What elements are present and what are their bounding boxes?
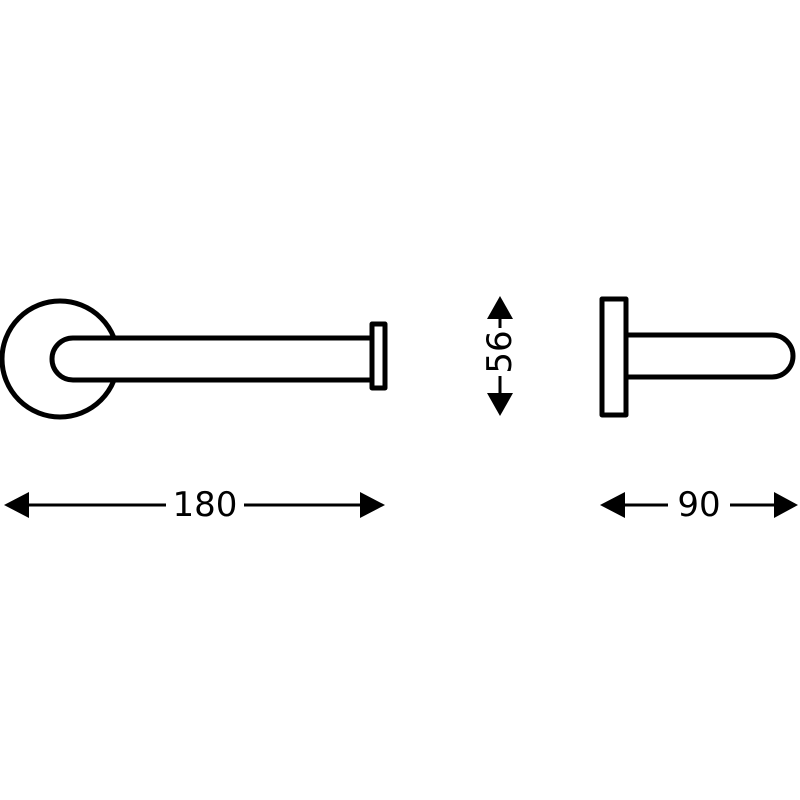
height-dimension: 56 xyxy=(480,296,520,416)
depth-dimension-label: 90 xyxy=(677,485,720,525)
depth-arrow-left xyxy=(600,492,625,518)
width-dimension: 180 xyxy=(4,485,385,525)
depth-arrow-right xyxy=(774,492,798,518)
width-arrow-right xyxy=(360,492,385,518)
width-arrow-left xyxy=(4,492,29,518)
side-arm xyxy=(621,332,796,380)
height-arrow-bottom xyxy=(487,393,513,416)
side-wall-plate xyxy=(599,296,629,418)
height-arrow-top xyxy=(487,296,513,319)
height-dimension-label: 56 xyxy=(480,330,520,373)
depth-dimension: 90 xyxy=(600,485,798,525)
width-dimension-label: 180 xyxy=(173,485,238,525)
side-view xyxy=(599,296,796,418)
front-end-cap xyxy=(369,321,388,391)
front-arm xyxy=(49,335,379,383)
front-view xyxy=(0,298,388,420)
